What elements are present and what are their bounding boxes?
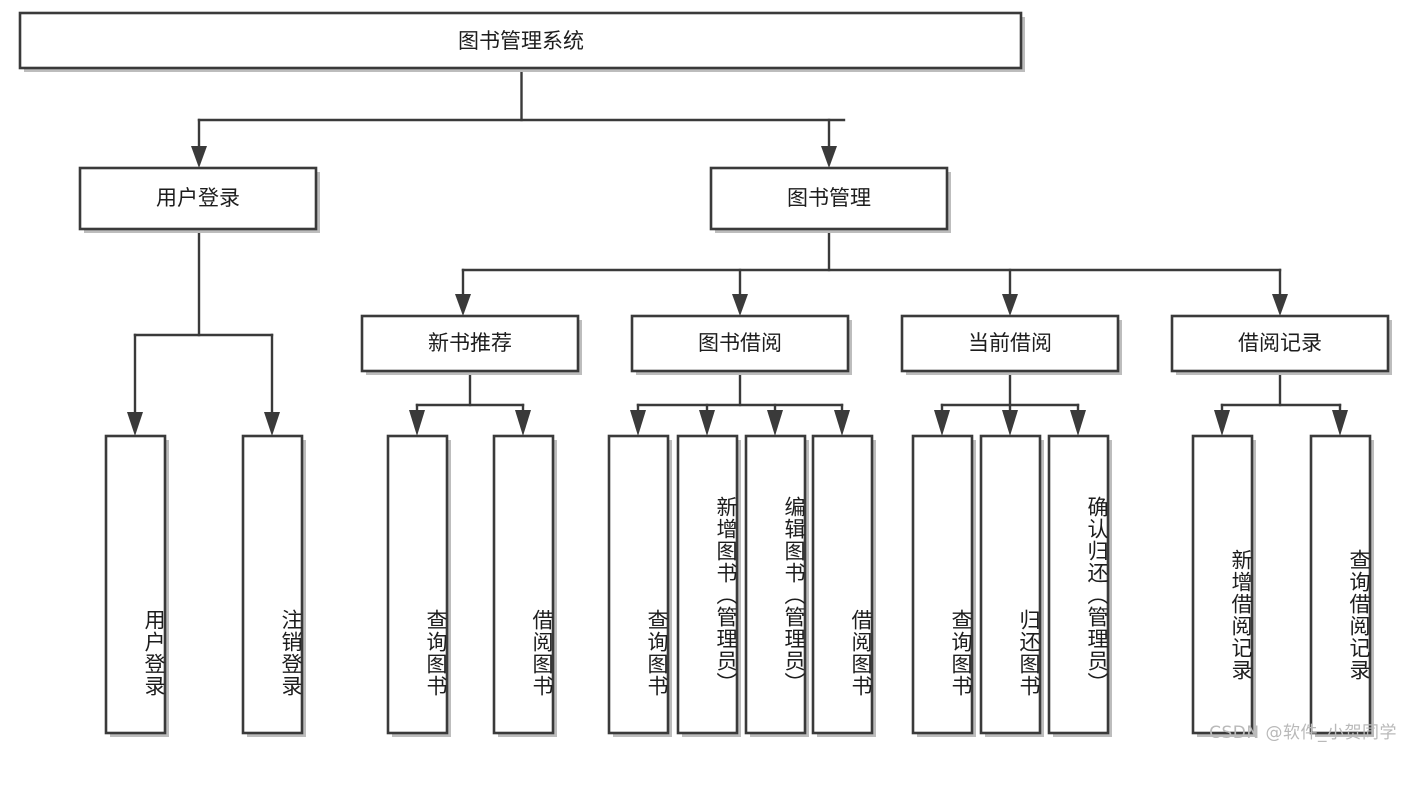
arrowhead-bookmgmt-c1 (455, 294, 471, 316)
node-root[interactable]: 图书管理系统 (18, 11, 1025, 72)
node-book-management-label: 图书管理 (787, 186, 871, 210)
leaf-book-borrow-3[interactable] (744, 434, 809, 737)
arrowhead-borrow-l4 (834, 410, 850, 436)
leaf-current-borrow-3[interactable] (1047, 434, 1112, 737)
arrowhead-root-to-login (191, 146, 207, 168)
arrowhead-borrow-l1 (630, 410, 646, 436)
leaf-new-book-2-box[interactable] (492, 434, 555, 735)
node-root-label: 图书管理系统 (458, 29, 584, 53)
node-root-box[interactable] (18, 11, 1023, 70)
flowchart-diagram: 图书管理系统 用户登录 图书管理 新书推荐 图书借阅 当前借阅 (18, 11, 1397, 743)
node-book-borrow-box[interactable] (630, 314, 850, 373)
leaf-borrow-record-2-box[interactable] (1309, 434, 1372, 735)
arrowhead-borrow-l2 (699, 410, 715, 436)
arrowhead-current-l2 (1002, 410, 1018, 436)
node-current-borrow-label: 当前借阅 (968, 331, 1052, 355)
leaf-current-borrow-3-box[interactable] (1047, 434, 1110, 735)
flowchart-canvas: 图书管理系统 用户登录 图书管理 新书推荐 图书借阅 当前借阅 (18, 11, 1392, 737)
arrowhead-current-l1 (934, 410, 950, 436)
connectors (127, 70, 1348, 436)
leaf-borrow-record-1-box[interactable] (1191, 434, 1254, 735)
node-borrow-record-box[interactable] (1170, 314, 1390, 373)
node-book-borrow[interactable]: 图书借阅 (630, 314, 852, 375)
node-borrow-record[interactable]: 借阅记录 (1170, 314, 1392, 375)
node-new-book-recommend-box[interactable] (360, 314, 580, 373)
leaf-new-book-1-box[interactable] (386, 434, 449, 735)
node-book-borrow-label: 图书借阅 (698, 331, 782, 355)
arrowhead-login-leaf2 (264, 412, 280, 436)
leaf-new-book-1[interactable] (386, 434, 451, 737)
leaf-book-borrow-1[interactable] (607, 434, 672, 737)
leaf-new-book-2[interactable] (492, 434, 557, 737)
leaf-user-login-1[interactable] (104, 434, 169, 737)
node-current-borrow[interactable]: 当前借阅 (900, 314, 1122, 375)
node-borrow-record-label: 借阅记录 (1238, 331, 1322, 355)
arrowhead-borrow-l3 (767, 410, 783, 436)
leaf-user-login-2-box[interactable] (241, 434, 304, 735)
node-user-login-label: 用户登录 (156, 186, 240, 210)
leaf-book-borrow-1-box[interactable] (607, 434, 670, 735)
leaf-current-borrow-2-box[interactable] (979, 434, 1042, 735)
node-new-book-recommend[interactable]: 新书推荐 (360, 314, 582, 375)
leaf-book-borrow-4-box[interactable] (811, 434, 874, 735)
arrowhead-record-l1 (1214, 410, 1230, 436)
leaf-current-borrow-1-box[interactable] (911, 434, 974, 735)
leaf-borrow-record-2[interactable] (1309, 434, 1374, 737)
node-user-login[interactable]: 用户登录 (78, 166, 320, 233)
arrowhead-current-l3 (1070, 410, 1086, 436)
arrowhead-bookmgmt-c2 (732, 294, 748, 316)
leaf-current-borrow-1[interactable] (911, 434, 976, 737)
arrowhead-bookmgmt-c3 (1002, 294, 1018, 316)
leaf-user-login-2[interactable] (241, 434, 306, 737)
arrowhead-login-leaf1 (127, 412, 143, 436)
watermark-csdn: CSDN @软件_小贺同学 (1209, 723, 1397, 743)
arrowhead-root-to-bookmgmt (821, 146, 837, 168)
leaf-borrow-record-1[interactable] (1191, 434, 1256, 737)
leaf-book-borrow-2-box[interactable] (676, 434, 739, 735)
arrowhead-newbook-l1 (409, 410, 425, 436)
node-book-management-box[interactable] (709, 166, 949, 231)
node-user-login-box[interactable] (78, 166, 318, 231)
leaf-book-borrow-2[interactable] (676, 434, 741, 737)
node-current-borrow-box[interactable] (900, 314, 1120, 373)
arrowhead-newbook-l2 (515, 410, 531, 436)
leaf-book-borrow-3-box[interactable] (744, 434, 807, 735)
leaf-user-login-1-box[interactable] (104, 434, 167, 735)
node-book-management[interactable]: 图书管理 (709, 166, 951, 233)
node-new-book-recommend-label: 新书推荐 (428, 331, 512, 355)
leaf-book-borrow-4[interactable] (811, 434, 876, 737)
leaf-current-borrow-2[interactable] (979, 434, 1044, 737)
arrowhead-record-l2 (1332, 410, 1348, 436)
arrowhead-bookmgmt-c4 (1272, 294, 1288, 316)
